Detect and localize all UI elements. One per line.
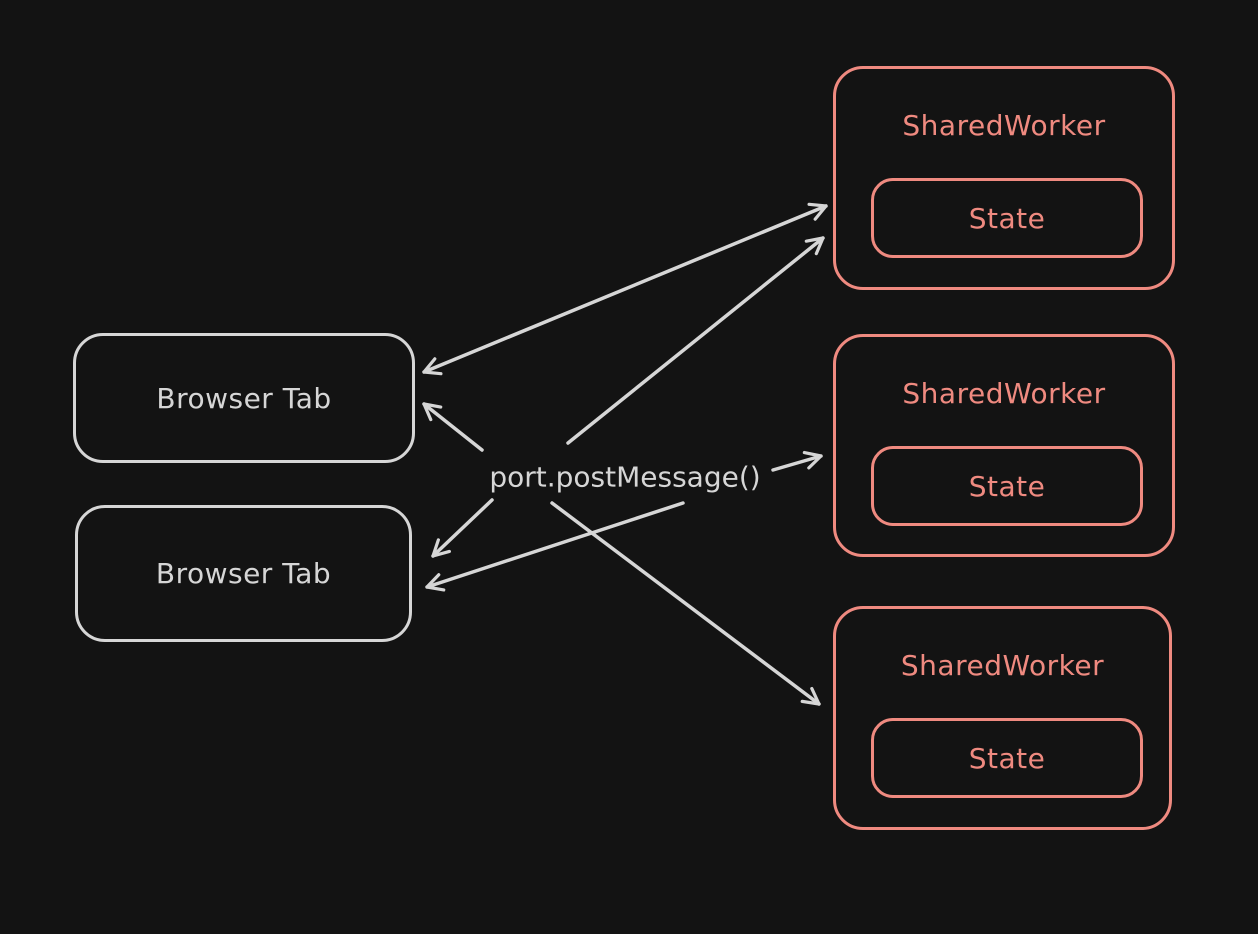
browser-tab-1-label: Browser Tab [156, 381, 332, 415]
shared-worker-2-state-label: State [968, 469, 1046, 503]
shared-worker-3-state-label: State [968, 741, 1046, 775]
shared-worker-1-state-label: State [968, 201, 1046, 235]
shared-worker-1-node[interactable]: SharedWorker State [833, 66, 1175, 290]
port-postmessage-label[interactable]: port.postMessage() [489, 460, 761, 494]
shared-worker-3-title: SharedWorker [900, 649, 1105, 682]
edge-port-label-to-browser-tab-1 [422, 402, 484, 452]
shared-worker-3-node[interactable]: SharedWorker State [833, 606, 1172, 830]
browser-tab-2-label: Browser Tab [155, 557, 332, 590]
shared-worker-2-node[interactable]: SharedWorker State [833, 334, 1175, 557]
shared-worker-3-state-box[interactable]: State [871, 718, 1143, 798]
browser-tab-1-node[interactable]: Browser Tab [73, 333, 415, 463]
edge-browser-tab-1-to-shared-worker-1 [422, 202, 828, 376]
edge-port-label-to-shared-worker-3 [550, 501, 821, 706]
shared-worker-2-state-box[interactable]: State [871, 446, 1143, 526]
edge-port-label-to-browser-tab-2 [425, 501, 685, 592]
edge-port-label-to-shared-worker-2 [771, 450, 823, 472]
browser-tab-2-node[interactable]: Browser Tab [75, 505, 412, 642]
shared-worker-1-state-box[interactable]: State [871, 178, 1143, 258]
edge-port-label-to-shared-worker-1 [566, 236, 825, 445]
edge-port-label-to-browser-tab-2 [431, 498, 494, 558]
shared-worker-1-title: SharedWorker [902, 109, 1106, 142]
shared-worker-2-title: SharedWorker [902, 377, 1106, 410]
